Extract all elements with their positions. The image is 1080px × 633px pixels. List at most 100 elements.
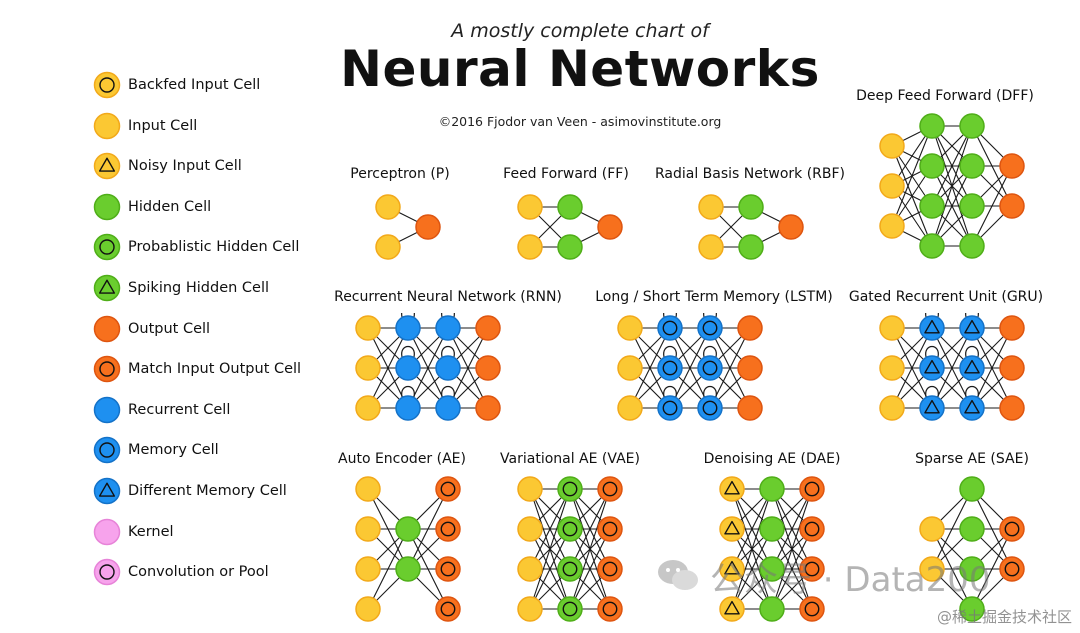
connection (891, 327, 933, 409)
output-cell-circle (999, 516, 1025, 542)
connection (771, 488, 813, 570)
input-cell (617, 315, 643, 341)
recurrent-loop (703, 313, 717, 318)
hidden-cell (557, 194, 583, 220)
chart-credit: ©2016 Fjodor van Veen - asimovinstitute.… (438, 114, 722, 129)
recurrent-cell (435, 355, 461, 381)
recurrent-cell-circle (93, 437, 121, 464)
input-cell (879, 315, 905, 341)
recurrent-cell (435, 315, 461, 341)
hidden-cell (738, 234, 764, 260)
hidden-cell (959, 556, 985, 582)
network-lstm: Long / Short Term Memory (LSTM) (588, 289, 840, 429)
cells (355, 313, 501, 421)
legend-label: Input Cell (128, 117, 198, 134)
recurrent-cell-circle (697, 395, 723, 421)
network-recurrent: Recurrent Neural Network (RNN) (332, 289, 564, 429)
legend-swatch-icon (93, 234, 121, 261)
legend-swatch-icon (93, 112, 121, 139)
connection (931, 125, 973, 247)
connection (569, 528, 611, 610)
connection (367, 327, 409, 409)
network-title: Feed Forward (FF) (503, 166, 629, 182)
recurrent-loop (925, 313, 939, 318)
network-title: Deep Feed Forward (DFF) (856, 88, 1034, 104)
recurrent-loop (925, 385, 939, 398)
legend-label: Memory Cell (128, 442, 219, 459)
hidden-cell-circle (557, 476, 583, 502)
input-cell (698, 194, 724, 220)
connection (529, 488, 571, 570)
legend-item: Backfed Input Cell (92, 70, 260, 100)
recurrent-loop (401, 385, 415, 398)
legend-item: Kernel (92, 517, 174, 547)
legend-item: Spiking Hidden Cell (92, 273, 269, 303)
network-feed-forward: Feed Forward (FF) (494, 166, 638, 276)
output-cell-circle (93, 355, 121, 383)
input-cell (517, 194, 543, 220)
recurrent-loop (441, 313, 455, 318)
network-title: Auto Encoder (AE) (338, 451, 466, 467)
output-cell-circle (435, 516, 461, 542)
chart-subtitle: A mostly complete chart of (451, 20, 709, 42)
network-title: Recurrent Neural Network (RNN) (334, 289, 562, 305)
legend-item: Different Memory Cell (92, 476, 287, 506)
legend-swatch-icon (93, 315, 121, 342)
output-cell (999, 315, 1025, 341)
output-cell (93, 315, 121, 342)
output-cell-circle (435, 476, 461, 502)
cells (517, 194, 623, 260)
output-cell-circle (597, 596, 623, 622)
connection (629, 327, 671, 409)
hidden-cell (395, 516, 421, 542)
input-cell (517, 596, 543, 622)
recurrent-cell-triangle (919, 395, 945, 421)
input-cell (617, 395, 643, 421)
connection (731, 528, 773, 610)
hidden-cell (919, 193, 945, 219)
recurrent-cell-triangle (93, 477, 121, 505)
wechat-icon (658, 560, 698, 590)
kernel-cell (93, 518, 121, 545)
hidden-cell (959, 233, 985, 259)
connection (771, 488, 813, 610)
legend-item: Noisy Input Cell (92, 151, 242, 181)
hidden-cell (919, 153, 945, 179)
hidden-cell (959, 193, 985, 219)
hidden-cell (959, 113, 985, 139)
recurrent-loop (441, 385, 455, 398)
recurrent-loop (401, 345, 415, 358)
hidden-cell (959, 153, 985, 179)
network-title: Variational AE (VAE) (500, 451, 640, 467)
recurrent-loop (703, 345, 717, 358)
output-cell-circle (435, 556, 461, 582)
network-graph (698, 194, 804, 260)
hidden-cell (759, 476, 785, 502)
legend-label: Noisy Input Cell (128, 158, 242, 175)
recurrent-loop (703, 385, 717, 398)
hidden-cell (395, 556, 421, 582)
output-cell-circle (597, 556, 623, 582)
connections (367, 327, 489, 409)
legend-swatch-icon (93, 477, 121, 505)
connection (407, 488, 449, 570)
recurrent-cell (395, 395, 421, 421)
input-cell (375, 194, 401, 220)
connection (731, 488, 773, 570)
output-cell-circle (799, 476, 825, 502)
network-deep-feed-forward: Deep Feed Forward (DFF) (852, 88, 1038, 268)
legend-swatch-icon (93, 518, 121, 545)
input-cell-circle (93, 71, 121, 99)
recurrent-cell-triangle (919, 315, 945, 341)
recurrent-cell-triangle (959, 395, 985, 421)
watermark-text: 公众号 · Data200 (710, 559, 991, 600)
input-cell (879, 213, 905, 239)
output-cell (737, 395, 763, 421)
hidden-cell-circle (557, 556, 583, 582)
output-cell (475, 355, 501, 381)
network-denoising-ae: Denoising AE (DAE) (698, 451, 846, 631)
input-cell-triangle (719, 516, 745, 542)
network-title: Sparse AE (SAE) (915, 451, 1029, 467)
output-cell (737, 355, 763, 381)
